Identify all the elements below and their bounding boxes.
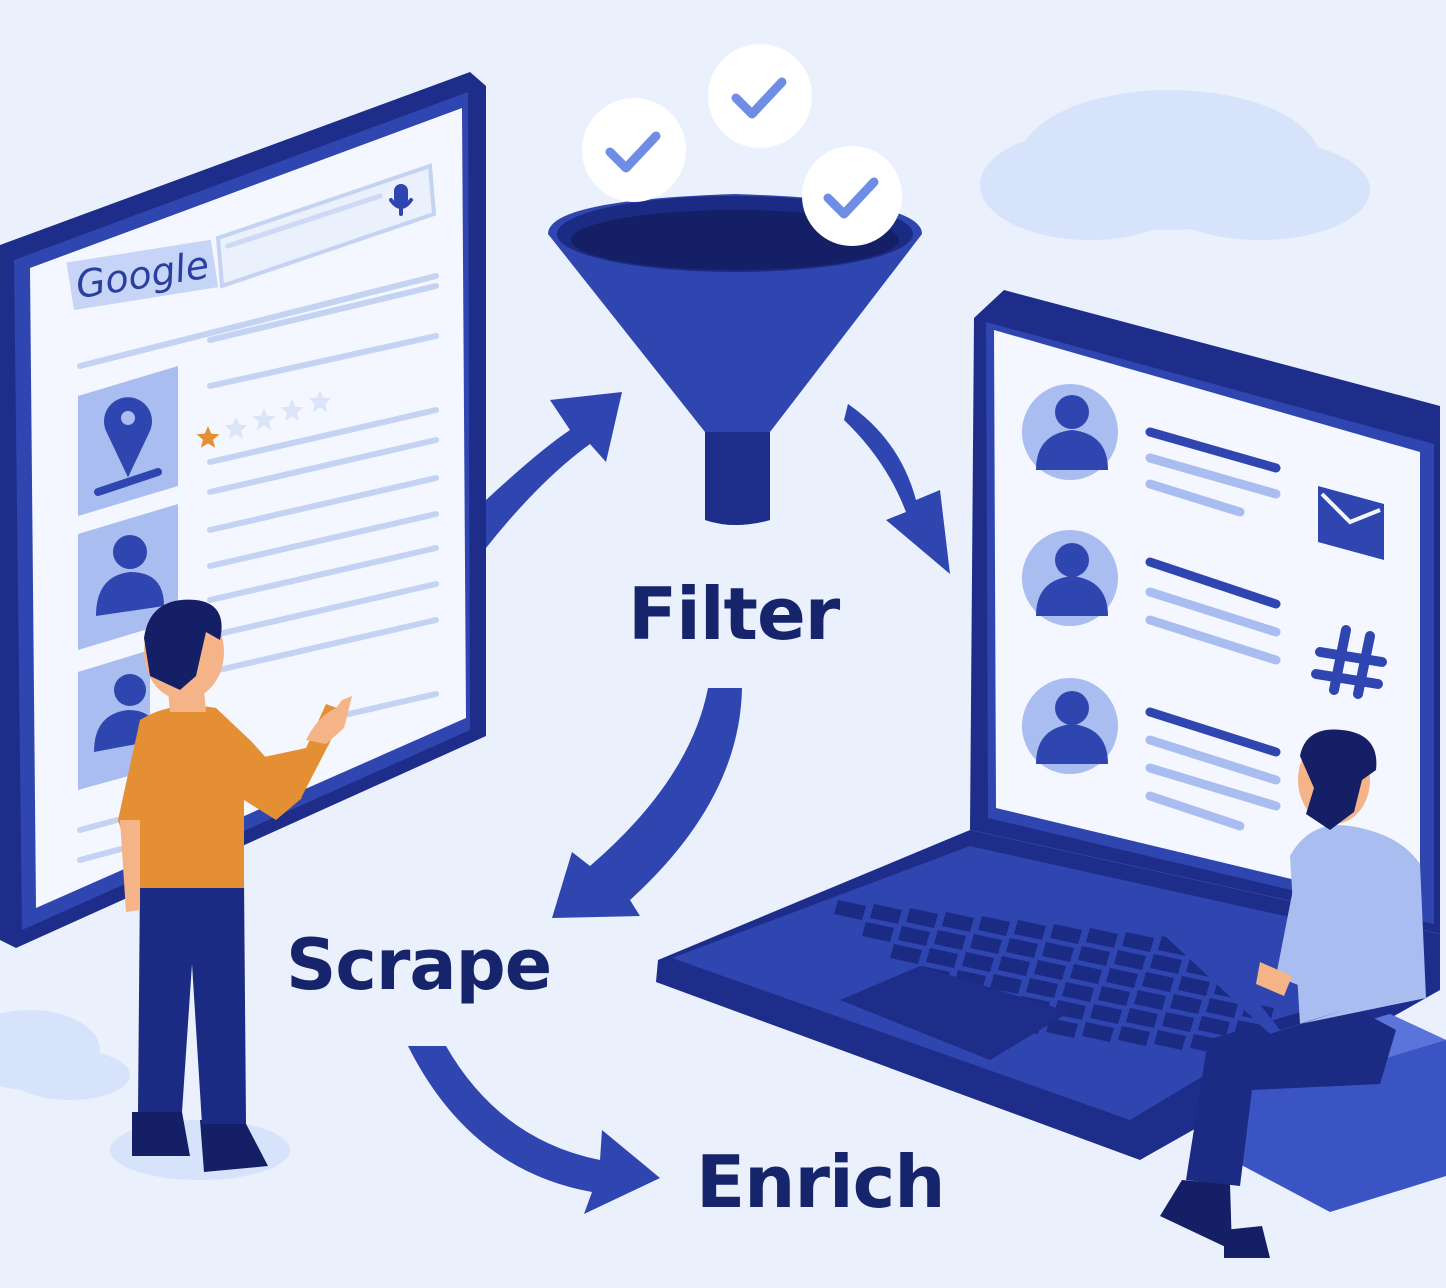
result-lines: [77, 273, 439, 863]
keyboard-key[interactable]: [1106, 968, 1138, 988]
contact-row[interactable]: [1022, 384, 1281, 517]
keyboard-key[interactable]: [1046, 1018, 1078, 1038]
check-bubbles: [582, 44, 902, 246]
keyboard-key[interactable]: [906, 908, 938, 928]
keyboard-key[interactable]: [1118, 1026, 1150, 1046]
check-icon: [582, 98, 686, 202]
star-icon: [280, 399, 304, 421]
keyboard-key[interactable]: [926, 948, 958, 968]
keyboard-key[interactable]: [1090, 1004, 1122, 1024]
step-filter-label: Filter: [628, 572, 840, 656]
cloud-right: [980, 90, 1370, 240]
keyboard-key[interactable]: [1082, 1022, 1114, 1042]
keyboard-key[interactable]: [1062, 982, 1094, 1002]
keyboard-key[interactable]: [862, 922, 894, 942]
keyboard-key[interactable]: [1042, 942, 1074, 962]
map-pin-icon: [94, 397, 162, 496]
keyboard-key[interactable]: [870, 904, 902, 924]
keyboard-key[interactable]: [1206, 998, 1238, 1018]
search-results-tablet: [0, 72, 486, 948]
microphone-icon[interactable]: [389, 184, 413, 216]
keyboard-key[interactable]: [1154, 1030, 1186, 1050]
keyboard-key[interactable]: [898, 926, 930, 946]
keyboard-key[interactable]: [1114, 950, 1146, 970]
search-bar[interactable]: [215, 163, 437, 289]
keyboard-key[interactable]: [1050, 924, 1082, 944]
keyboard-key[interactable]: [998, 956, 1030, 976]
keyboard-key[interactable]: [942, 912, 974, 932]
user-icon: [1036, 691, 1108, 764]
star-icon: [308, 390, 332, 412]
step-enrich-label: Enrich: [696, 1140, 946, 1224]
keyboard-key[interactable]: [970, 934, 1002, 954]
step-scrape-label: Scrape: [286, 924, 552, 1006]
keyboard-key[interactable]: [1026, 978, 1058, 998]
keyboard-key[interactable]: [990, 974, 1022, 994]
keyboard-key[interactable]: [1198, 1016, 1230, 1036]
star-icon: [252, 408, 276, 430]
keyboard-key[interactable]: [1170, 994, 1202, 1014]
keyboard-key[interactable]: [890, 944, 922, 964]
map-pin-listing[interactable]: [78, 366, 178, 516]
check-icon: [802, 146, 902, 246]
keyboard-key[interactable]: [1162, 1012, 1194, 1032]
keyboard-key[interactable]: [1006, 938, 1038, 958]
user-icon: [1036, 543, 1108, 616]
star-icon: [196, 426, 220, 448]
standing-person: [118, 599, 352, 1172]
user-listing[interactable]: [78, 504, 178, 650]
keyboard-key[interactable]: [1014, 920, 1046, 940]
envelope-icon: [1318, 486, 1384, 560]
keyboard-key[interactable]: [978, 916, 1010, 936]
keyboard-key[interactable]: [934, 930, 966, 950]
user-icon: [96, 535, 164, 616]
keyboard-key[interactable]: [1086, 928, 1118, 948]
keyboard-key[interactable]: [1178, 976, 1210, 996]
user-icon: [1036, 395, 1108, 470]
check-icon: [708, 44, 812, 148]
contact-row[interactable]: [1022, 530, 1281, 665]
keyboard-key[interactable]: [1098, 986, 1130, 1006]
keyboard-key[interactable]: [962, 952, 994, 972]
keyboard-key[interactable]: [1150, 954, 1182, 974]
small-laptop: [1150, 910, 1344, 1034]
hash-icon: [1311, 625, 1387, 699]
star-icon: [224, 417, 248, 439]
keyboard-key[interactable]: [1122, 932, 1154, 952]
keyboard-key[interactable]: [1078, 946, 1110, 966]
seated-person: [1150, 729, 1446, 1258]
keyboard-key[interactable]: [1126, 1008, 1158, 1028]
keyboard-key[interactable]: [1070, 964, 1102, 984]
trackpad[interactable]: [840, 966, 1070, 1060]
keyboard-key[interactable]: [1142, 972, 1174, 992]
arrow-icon: [844, 404, 950, 574]
contact-row[interactable]: [1022, 678, 1281, 831]
rating-stars: [196, 390, 332, 448]
arrow-icon: [408, 1046, 660, 1214]
arrow-icon: [486, 392, 622, 548]
cloud-left: [0, 1010, 130, 1100]
keyboard-key[interactable]: [834, 900, 866, 920]
keyboard-key[interactable]: [1134, 990, 1166, 1010]
keyboard-key[interactable]: [1034, 960, 1066, 980]
arrow-icon: [552, 688, 742, 918]
